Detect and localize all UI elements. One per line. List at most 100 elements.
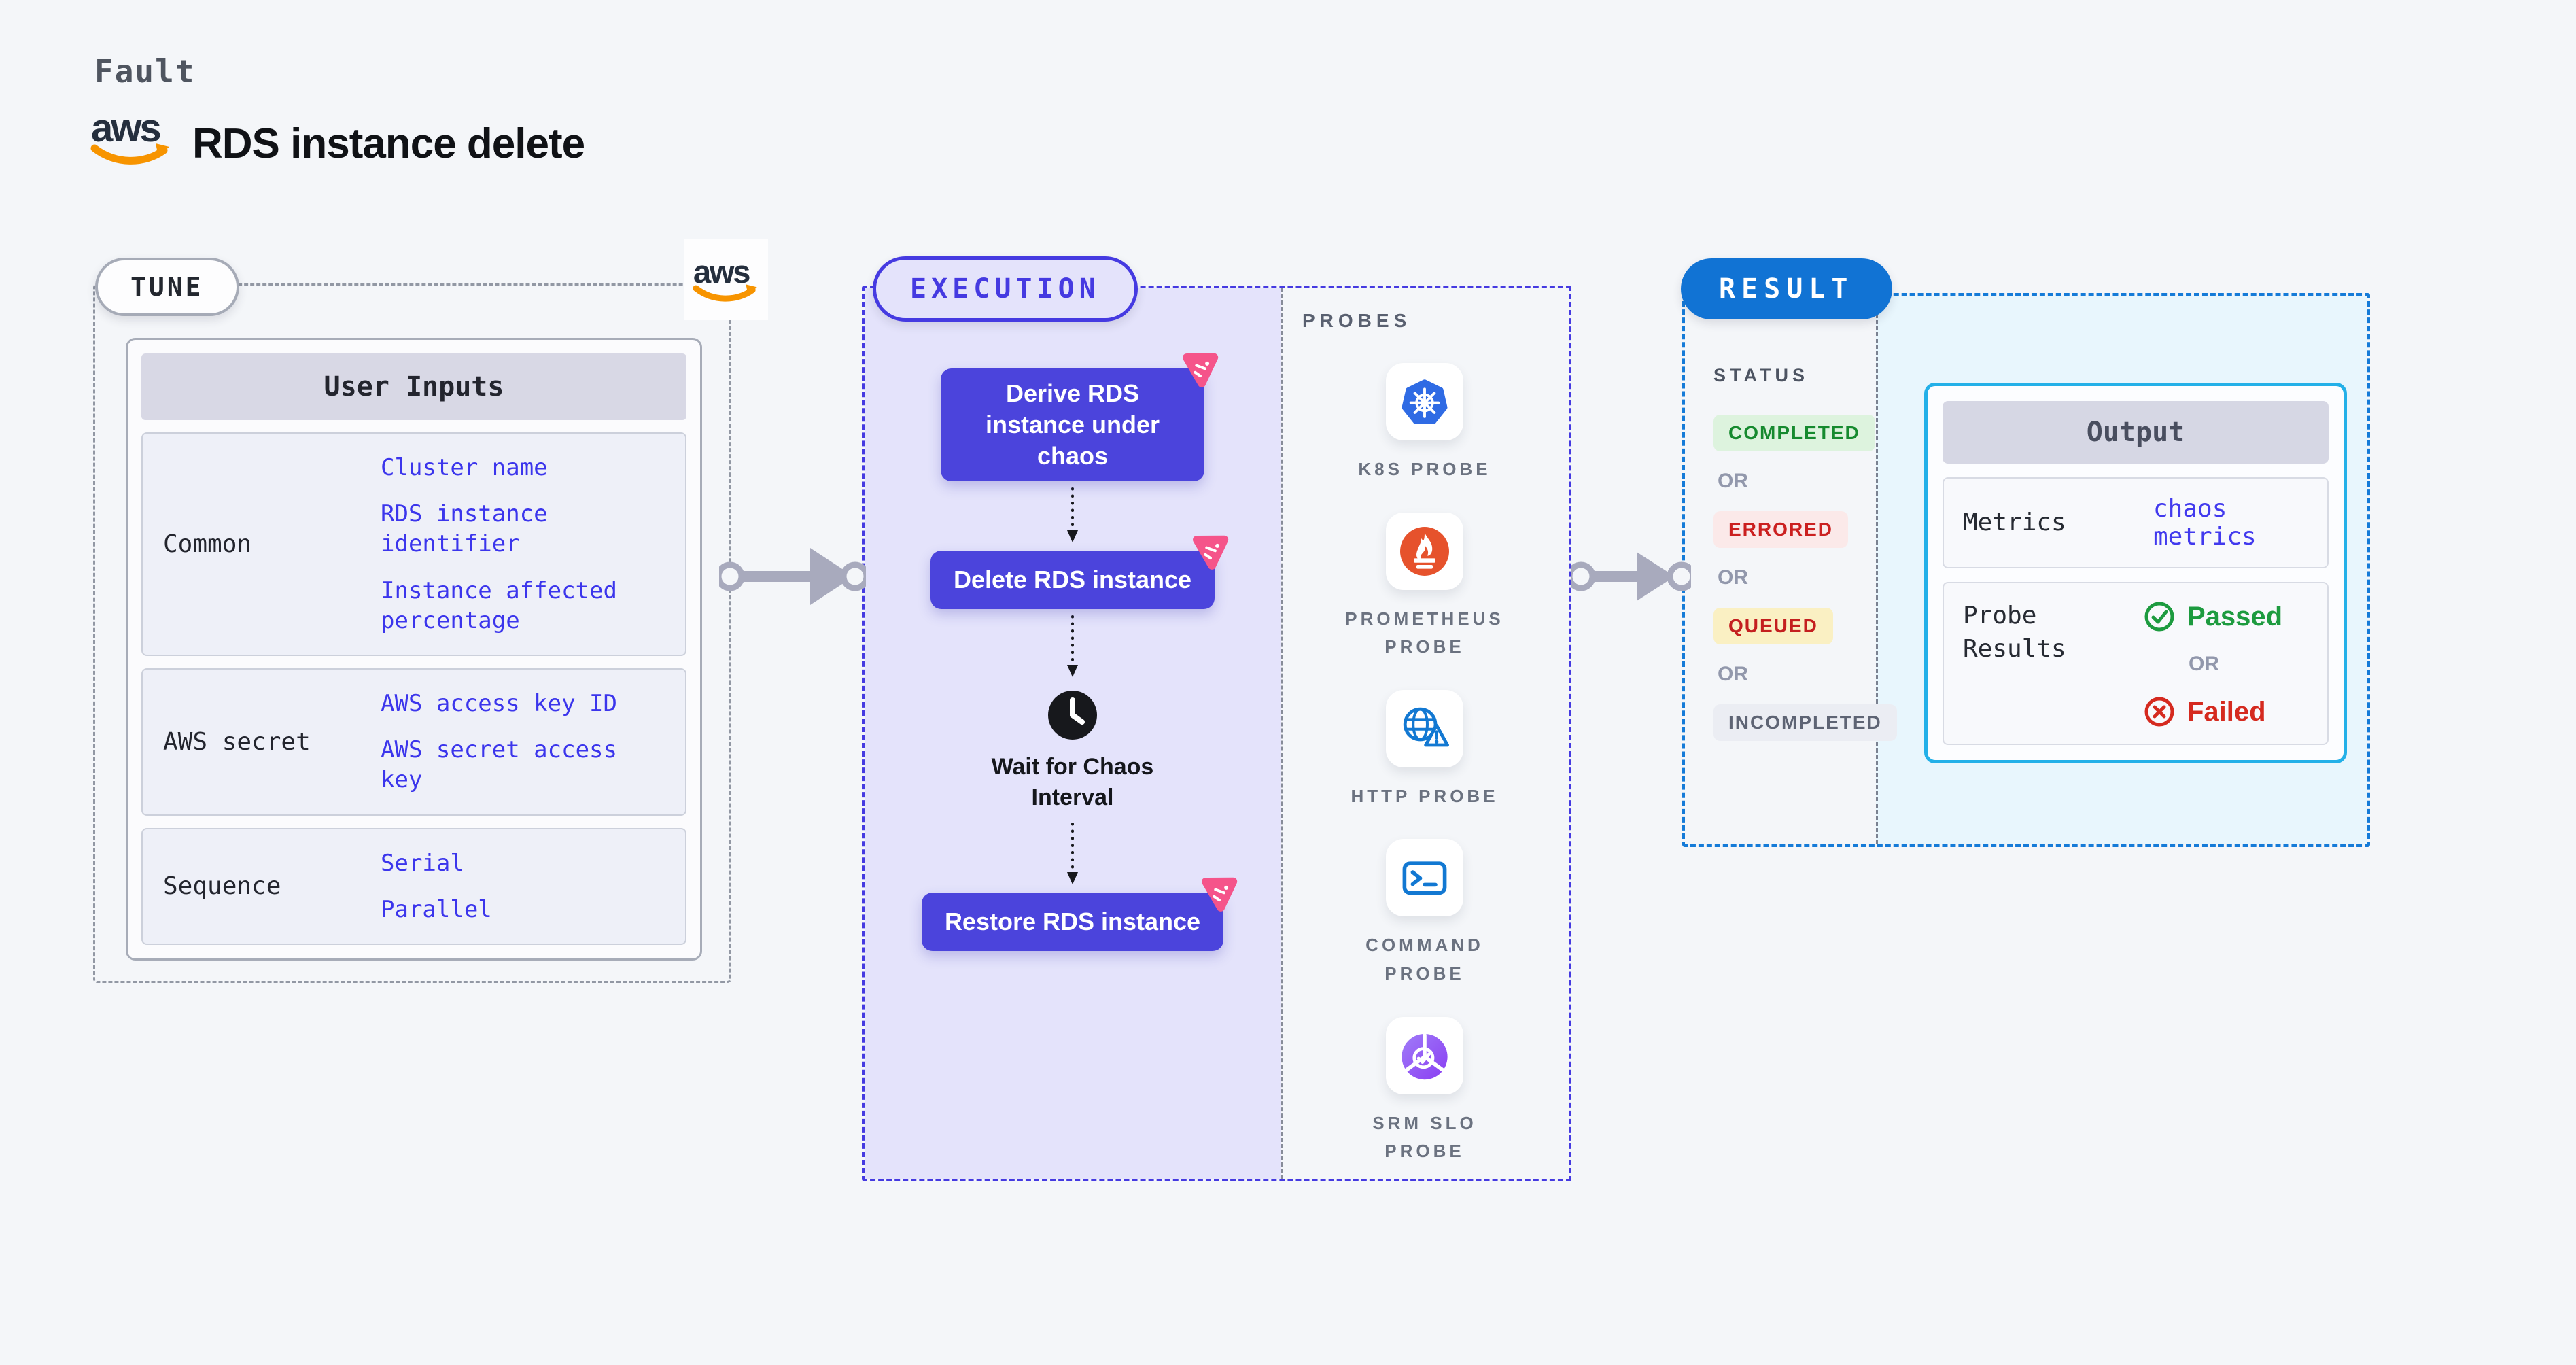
step-delete-rds-instance: Delete RDS instance bbox=[930, 536, 1229, 610]
step-restore-rds-instance: Restore RDS instance bbox=[921, 877, 1238, 951]
passed-label: Passed bbox=[2187, 601, 2283, 632]
aws-logo-text: aws bbox=[693, 254, 750, 290]
probe-results-label: Probe Results bbox=[1963, 602, 2066, 663]
execution-badge: EXECUTION bbox=[873, 256, 1138, 322]
row-values: AWS access key ID AWS secret access key bbox=[381, 689, 632, 795]
status-output-divider bbox=[1876, 296, 1878, 844]
probe-label: HTTP PROBE bbox=[1351, 785, 1499, 806]
step-label: Delete RDS instance bbox=[953, 566, 1192, 594]
terminal-icon bbox=[1402, 861, 1447, 895]
execution-to-result-arrow bbox=[1571, 552, 1691, 601]
or-separator: OR bbox=[1718, 566, 1748, 589]
probe-item-prometheus: PROMETHEUS PROBE bbox=[1340, 512, 1510, 661]
status-column: STATUS COMPLETED OR ERRORED OR QUEUED OR… bbox=[1685, 296, 1897, 741]
status-badge-incompleted: INCOMPLETED bbox=[1713, 704, 1897, 741]
tune-badge: TUNE bbox=[95, 258, 239, 316]
probe-label: K8S PROBE bbox=[1358, 459, 1491, 479]
tune-section-box bbox=[93, 283, 731, 983]
probe-results-stack: Passed OR Failed bbox=[2144, 600, 2282, 727]
probe-results-row: Probe Results Passed OR bbox=[1943, 582, 2329, 745]
status-badge-queued: QUEUED bbox=[1713, 608, 1833, 644]
aws-smile-swoosh bbox=[693, 285, 756, 302]
input-value: AWS access key ID bbox=[381, 689, 617, 717]
status-badge-errored: ERRORED bbox=[1713, 511, 1849, 548]
step-label: Restore RDS instance bbox=[944, 907, 1201, 935]
prometheus-icon bbox=[1400, 526, 1449, 576]
row-values: Serial Parallel bbox=[381, 848, 492, 925]
probe-card bbox=[1386, 839, 1463, 917]
result-badge: RESULT bbox=[1681, 258, 1892, 319]
row-label: Sequence bbox=[163, 872, 281, 901]
step-label: Wait for Chaos Interval bbox=[991, 754, 1154, 810]
probe-item-k8s: K8S PROBE bbox=[1358, 363, 1491, 484]
status-heading: STATUS bbox=[1713, 365, 1809, 385]
flow-connector-arrow bbox=[1067, 615, 1078, 678]
or-separator: OR bbox=[1718, 663, 1748, 685]
probe-item-srm-slo: SRM SLO PROBE bbox=[1340, 1016, 1510, 1166]
input-value: Parallel bbox=[381, 895, 492, 923]
execution-badge-label: EXECUTION bbox=[910, 273, 1100, 305]
probe-label: SRM SLO PROBE bbox=[1372, 1112, 1477, 1162]
page-title-row: aws RDS instance delete bbox=[90, 107, 585, 167]
metrics-label: Metrics bbox=[1963, 508, 2066, 536]
probe-label: PROMETHEUS PROBE bbox=[1345, 608, 1504, 657]
user-input-row-aws-secret: AWS secret AWS access key ID AWS secret … bbox=[141, 668, 686, 816]
execution-flow: Derive RDS instance under chaos Delete R… bbox=[865, 288, 1281, 1179]
probes-heading: PROBES bbox=[1302, 310, 1412, 331]
row-values: Cluster name RDS instance identifier Ins… bbox=[381, 453, 632, 636]
probe-card bbox=[1385, 363, 1463, 440]
metrics-row: Metrics chaos metrics bbox=[1943, 477, 2329, 568]
input-value: AWS secret access key bbox=[381, 736, 617, 794]
tune-to-execution-arrow bbox=[719, 548, 866, 605]
probe-item-http: HTTP PROBE bbox=[1351, 689, 1499, 811]
aws-logo-text: aws bbox=[91, 107, 160, 150]
step-wait-for-chaos-interval: Wait for Chaos Interval bbox=[971, 689, 1174, 812]
user-inputs-card: User Inputs Common Cluster name RDS inst… bbox=[126, 338, 702, 961]
chaos-fault-icon bbox=[1202, 877, 1238, 912]
aws-smile-arrowhead bbox=[746, 284, 757, 295]
or-separator: OR bbox=[2189, 653, 2219, 675]
x-circle-icon bbox=[2144, 697, 2174, 727]
metrics-value: chaos metrics bbox=[2153, 495, 2257, 551]
probe-list: K8S PROBE PROMETHEUS PROBE bbox=[1281, 363, 1569, 1166]
probe-card bbox=[1386, 1016, 1463, 1094]
or-separator: OR bbox=[1718, 470, 1748, 492]
input-value: RDS instance identifier bbox=[381, 500, 548, 558]
clock-icon bbox=[1048, 691, 1097, 740]
probe-label: COMMAND PROBE bbox=[1365, 935, 1484, 984]
input-value: Instance affected percentage bbox=[381, 576, 617, 634]
execution-probes-divider bbox=[1281, 288, 1283, 1179]
flow-connector-arrow bbox=[1067, 487, 1078, 543]
fault-kind-label: Fault bbox=[94, 53, 196, 90]
aws-corner-logo: aws bbox=[693, 254, 757, 302]
check-circle-icon bbox=[2144, 602, 2174, 632]
tune-badge-label: TUNE bbox=[130, 272, 204, 302]
globe-alert-icon bbox=[1403, 707, 1449, 747]
status-badge-completed: COMPLETED bbox=[1713, 415, 1875, 451]
chaos-fault-icon bbox=[1183, 353, 1219, 387]
output-header: Output bbox=[1943, 401, 2329, 464]
output-card: Output Metrics chaos metrics Probe Resul… bbox=[1924, 383, 2347, 763]
row-label: AWS secret bbox=[163, 727, 311, 756]
result-section-box: STATUS COMPLETED OR ERRORED OR QUEUED OR… bbox=[1682, 293, 2370, 847]
probes-panel: PROBES bbox=[1281, 288, 1569, 1179]
probe-card bbox=[1385, 689, 1463, 767]
kubernetes-icon bbox=[1402, 379, 1448, 424]
user-input-row-sequence: Sequence Serial Parallel bbox=[141, 827, 686, 945]
result-badge-label: RESULT bbox=[1719, 273, 1854, 305]
user-inputs-header: User Inputs bbox=[141, 353, 686, 420]
input-value: Serial bbox=[381, 849, 464, 877]
status-stack: COMPLETED OR ERRORED OR QUEUED OR INCOMP… bbox=[1713, 415, 1897, 741]
slo-gauge-icon bbox=[1402, 1033, 1448, 1079]
aws-smile-arrowhead bbox=[156, 143, 169, 156]
execution-section-box: Derive RDS instance under chaos Delete R… bbox=[862, 286, 1571, 1181]
failed-line: Failed bbox=[2144, 696, 2282, 727]
input-value: Cluster name bbox=[381, 454, 548, 481]
failed-label: Failed bbox=[2187, 696, 2266, 727]
probe-card bbox=[1386, 512, 1463, 590]
aws-smile-swoosh bbox=[90, 144, 168, 165]
step-derive-rds-instance: Derive RDS instance under chaos bbox=[941, 353, 1219, 482]
probe-item-command: COMMAND PROBE bbox=[1340, 839, 1510, 988]
page-title: RDS instance delete bbox=[192, 120, 585, 167]
